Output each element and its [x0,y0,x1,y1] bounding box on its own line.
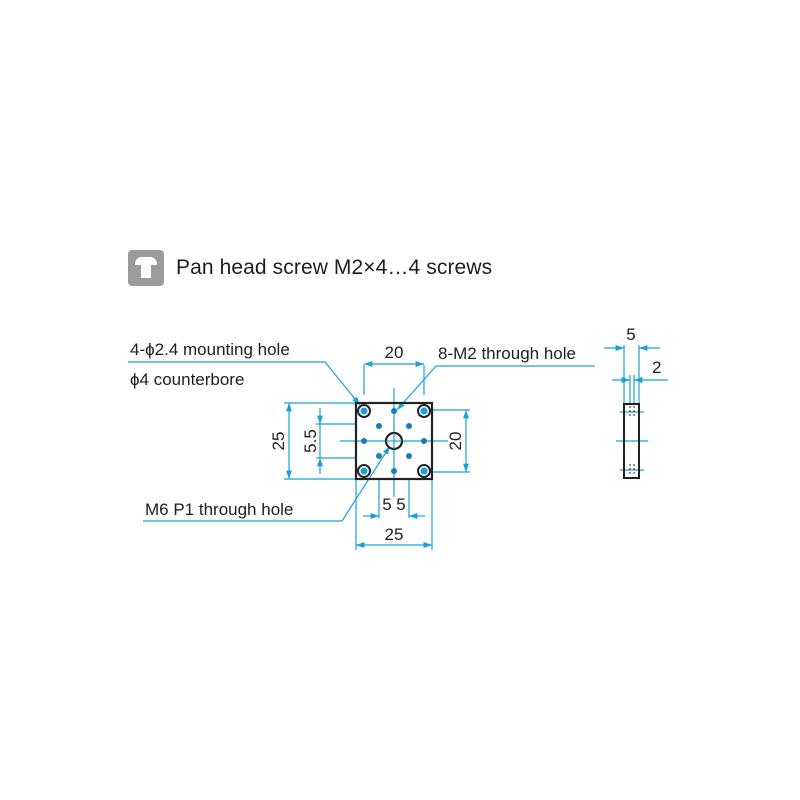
m2-holes [361,408,427,474]
m2-holes-label: 8-M2 through hole [438,344,576,363]
dim-bottom-a: 5 [382,495,391,514]
pan-head-screw-icon [128,250,164,286]
mounting-holes [357,404,431,478]
side-view-outline [623,403,640,479]
dim-left-outer: 25 [269,432,288,451]
dim-bottom-b: 5 [396,495,405,514]
dim-left-inner: 5.5 [301,429,320,453]
dimension-lines [128,345,668,550]
dim-side-offset: 2 [652,358,661,377]
legend: Pan head screw M2×4…4 screws [128,248,492,288]
legend-text: Pan head screw M2×4…4 screws [176,256,493,279]
dim-right-pitch: 20 [446,432,465,451]
dim-side-width: 5 [626,325,635,344]
mounting-hole-label: 4-ϕ2.4 mounting hole [130,340,290,359]
dim-top-pitch: 20 [385,343,404,362]
counterbore-label: ϕ4 counterbore [130,370,244,389]
m6-hole-label: M6 P1 through hole [145,500,293,519]
plate-outline [354,401,434,481]
dim-bottom-outer: 25 [385,525,404,544]
